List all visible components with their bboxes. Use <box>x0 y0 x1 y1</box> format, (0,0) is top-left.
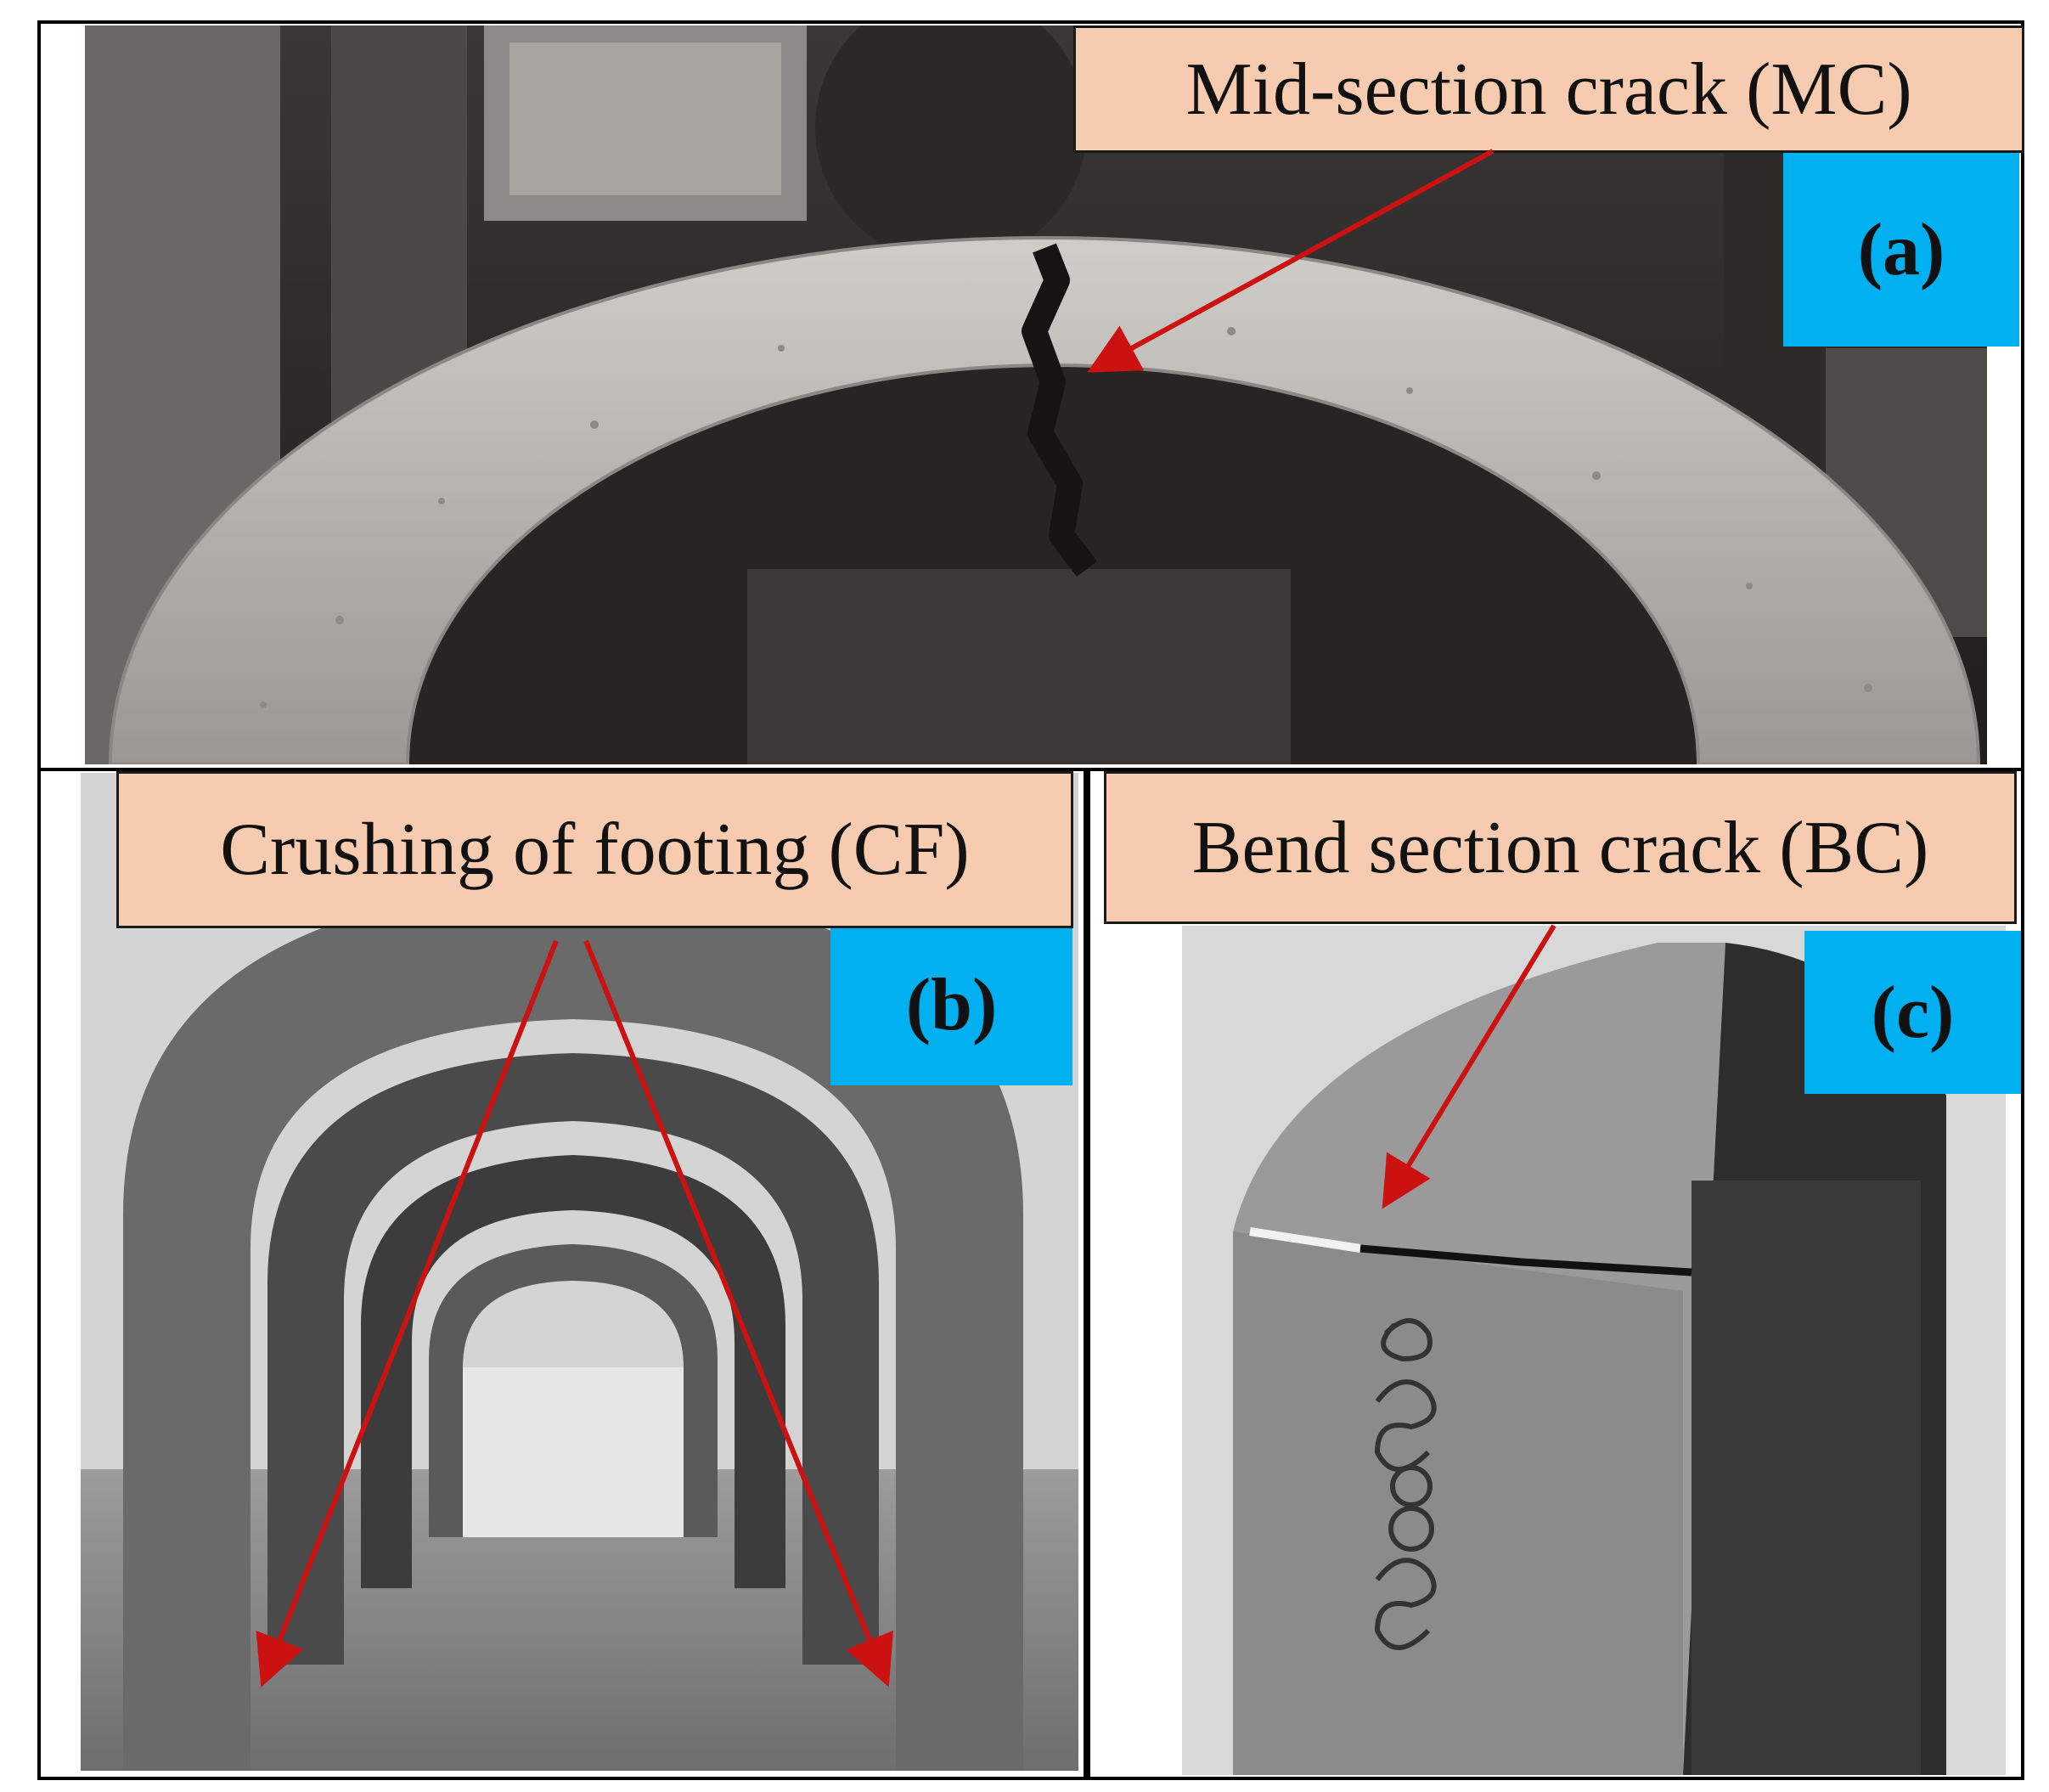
panel-b-label: Crushing of footing (CF) <box>116 771 1073 928</box>
panel-b-label-text: Crushing of footing (CF) <box>220 809 970 891</box>
arches-footing-photo <box>81 773 1078 1771</box>
panel-a-tag-text: (a) <box>1857 208 1945 291</box>
handwritten-898 <box>1374 1318 1437 1650</box>
panel-b-photo <box>81 773 1078 1771</box>
panel-c-label: Bend section crack (BC) <box>1104 771 2017 924</box>
panel-c-label-text: Bend section crack (BC) <box>1191 806 1929 889</box>
panel-a-label: Mid-section crack (MC) <box>1073 25 2024 153</box>
panel-b-tag: (b) <box>830 924 1072 1085</box>
panel-a-tag: (a) <box>1783 153 2019 347</box>
panel-b-tag-text: (b) <box>905 963 998 1046</box>
panel-c-tag: (c) <box>1804 931 2021 1094</box>
panel-a-label-text: Mid-section crack (MC) <box>1185 48 1912 131</box>
panel-c-tag-text: (c) <box>1871 971 1955 1054</box>
